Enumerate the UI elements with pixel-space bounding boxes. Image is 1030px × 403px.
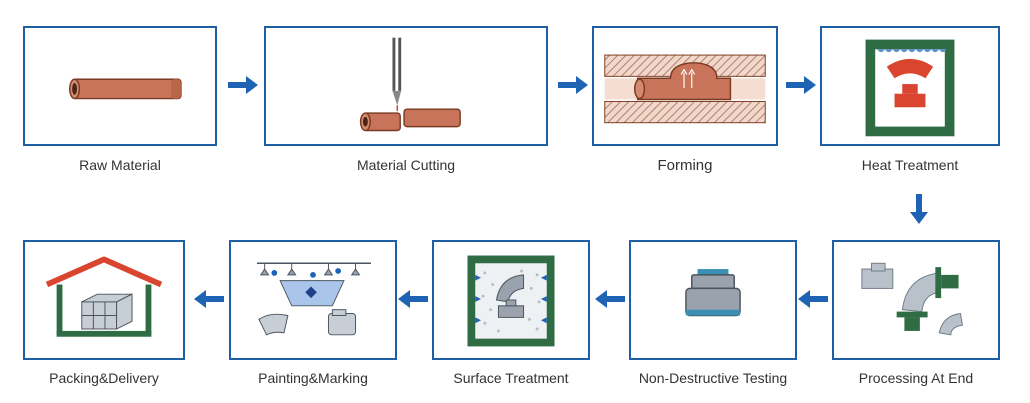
arrow-right-icon <box>558 76 588 99</box>
fittings-icon <box>861 262 963 336</box>
painting-icon <box>256 262 371 336</box>
step-box-material-cutting <box>264 26 548 146</box>
step-box-painting-marking <box>229 240 397 360</box>
tee-icon <box>685 269 741 317</box>
step-label-material-cutting: Material Cutting <box>356 157 456 173</box>
step-label-packing-delivery: Packing&Delivery <box>49 370 159 386</box>
pipe-icon <box>69 78 182 100</box>
step-label-non-destructive-testing: Non-Destructive Testing <box>638 370 788 386</box>
step-box-non-destructive-testing <box>629 240 797 360</box>
cutting-icon <box>359 37 461 132</box>
step-label-raw-material: Raw Material <box>79 157 161 173</box>
step-box-raw-material <box>23 26 217 146</box>
blasting-icon <box>467 255 555 347</box>
step-label-painting-marking: Painting&Marking <box>258 370 368 386</box>
arrow-left-icon <box>798 290 828 313</box>
arrow-right-icon <box>786 76 816 99</box>
step-box-surface-treatment <box>432 240 590 360</box>
step-box-forming <box>592 26 778 146</box>
arrow-right-icon <box>228 76 258 99</box>
forming-icon <box>604 54 766 124</box>
step-box-heat-treatment <box>820 26 1000 146</box>
arrow-left-icon <box>194 290 224 313</box>
step-label-surface-treatment: Surface Treatment <box>453 370 569 386</box>
step-box-processing-at-end <box>832 240 1000 360</box>
step-label-processing-at-end: Processing At End <box>858 370 974 386</box>
furnace-icon <box>865 39 955 137</box>
step-label-heat-treatment: Heat Treatment <box>861 157 959 173</box>
warehouse-icon <box>45 256 163 337</box>
arrow-left-icon <box>595 290 625 313</box>
step-box-packing-delivery <box>23 240 185 360</box>
step-label-forming: Forming <box>657 157 713 174</box>
arrow-down-icon <box>910 194 928 229</box>
arrow-left-icon <box>398 290 428 313</box>
